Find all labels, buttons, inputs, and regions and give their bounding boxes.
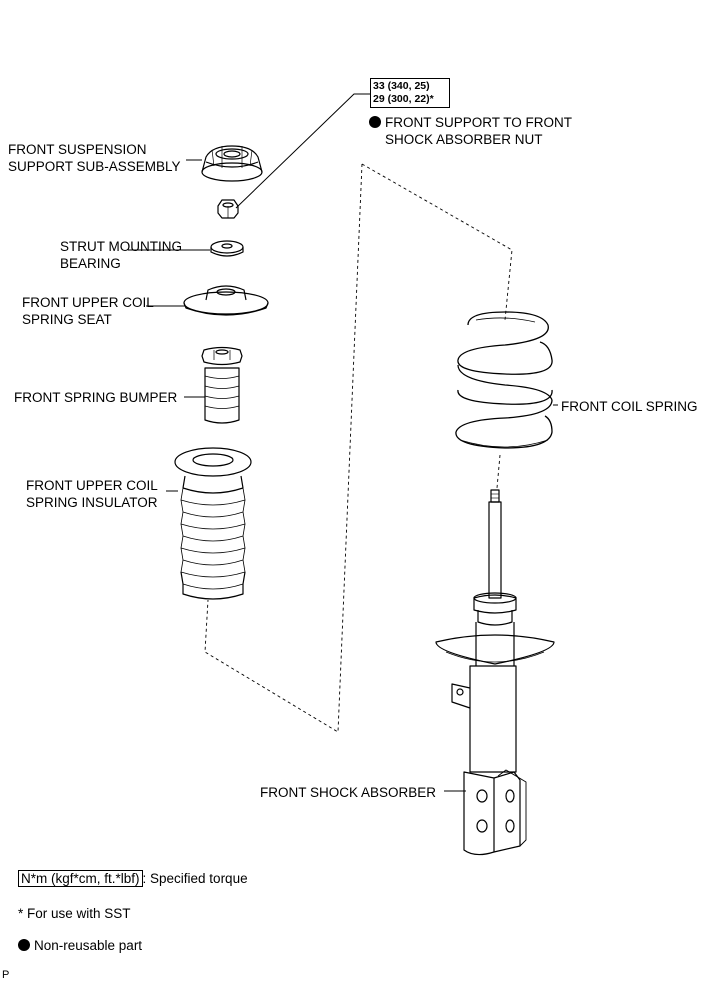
shock-absorber-part <box>435 489 555 856</box>
shock-absorber-label: FRONT SHOCK ABSORBER <box>260 785 437 800</box>
torque-line: 33 (340, 25) <box>373 80 430 92</box>
strut-bearing-part <box>210 240 244 257</box>
strut-bearing-label: STRUT MOUNTING BEARING <box>60 238 182 272</box>
label-line: FRONT SUPPORT TO FRONT <box>385 115 573 130</box>
label-line: FRONT SUSPENSION <box>8 142 147 157</box>
label-line: SUPPORT SUB-ASSEMBLY <box>8 159 181 174</box>
nonreusable-dot-icon <box>18 939 30 951</box>
nonreusable-legend: Non-reusable part <box>18 937 142 954</box>
label-line: FRONT UPPER COIL <box>26 478 158 493</box>
coil-spring-label: FRONT COIL SPRING <box>561 399 698 414</box>
spring-bumper-part <box>201 346 243 424</box>
label-line: SHOCK ABSORBER NUT <box>385 132 543 147</box>
assembly-lines <box>204 163 513 733</box>
torque-unit-box: N*m (kgf*cm, ft.*lbf) <box>18 870 143 887</box>
nut-label: FRONT SUPPORT TO FRONT SHOCK ABSORBER NU… <box>369 114 572 148</box>
label-line: FRONT UPPER COIL <box>22 295 154 310</box>
sst-note: * For use with SST <box>18 906 131 921</box>
spring-seat-part <box>183 285 269 316</box>
corner-mark: P <box>2 969 10 981</box>
spring-insulator-part <box>174 447 252 600</box>
torque-legend: N*m (kgf*cm, ft.*lbf): Specified torque <box>18 870 248 887</box>
torque-spec-box: 33 (340, 25) 29 (300, 22)* <box>370 78 450 108</box>
label-line: SPRING INSULATOR <box>26 495 158 510</box>
nonreusable-dot-icon <box>369 116 381 128</box>
suspension-support-part <box>201 145 263 182</box>
spring-bumper-label: FRONT SPRING BUMPER <box>14 390 178 405</box>
label-line: BEARING <box>60 256 121 271</box>
spring-seat-label: FRONT UPPER COIL SPRING SEAT <box>22 294 154 328</box>
suspension-support-label: FRONT SUSPENSION SUPPORT SUB-ASSEMBLY <box>8 141 181 175</box>
nut-part <box>217 199 239 219</box>
coil-spring-part <box>455 311 553 449</box>
nonreusable-legend-text: Non-reusable part <box>34 938 143 953</box>
label-line: STRUT MOUNTING <box>60 239 182 254</box>
leader-lines <box>128 93 558 792</box>
spring-insulator-label: FRONT UPPER COIL SPRING INSULATOR <box>26 477 158 511</box>
torque-line: 29 (300, 22)* <box>373 93 434 105</box>
label-line: SPRING SEAT <box>22 312 112 327</box>
torque-legend-text: : Specified torque <box>142 871 248 886</box>
